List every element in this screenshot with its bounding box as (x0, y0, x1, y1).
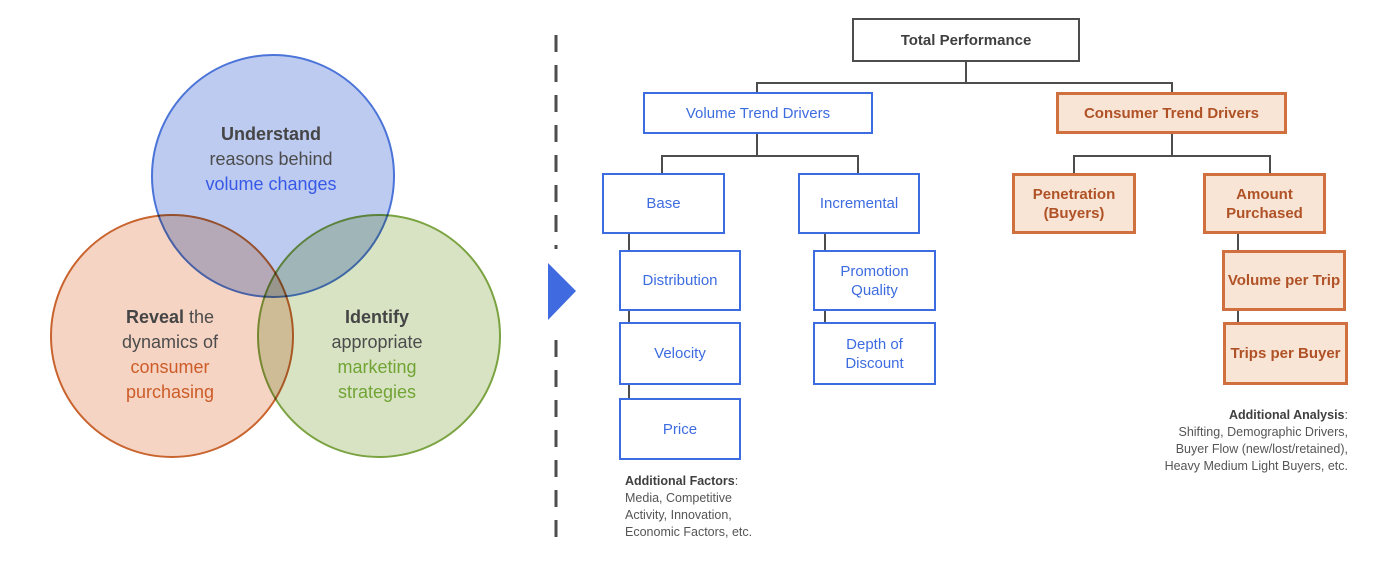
venn-understand-line3: volume changes (205, 174, 337, 194)
additional-analysis-line3: Heavy Medium Light Buyers, etc. (1164, 459, 1348, 473)
node-depth-of-discount: Depth of Discount (813, 322, 936, 385)
node-base: Base (602, 173, 725, 234)
node-penetration-buyers: Penetration (Buyers) (1012, 173, 1136, 234)
additional-analysis-title: Additional Analysis (1228, 408, 1345, 422)
venn-understand-line2: reasons behind (209, 149, 333, 169)
venn-reveal-line1-rest: the (184, 307, 215, 327)
venn-identify-text: Identify appropriate marketing strategie… (266, 305, 488, 405)
node-velocity: Velocity (619, 322, 741, 385)
venn-identify-line1: Identify (344, 307, 409, 327)
venn-circle-identify (257, 214, 501, 458)
additional-analysis-note: Additional Analysis: Shifting, Demograph… (1088, 407, 1348, 475)
venn-understand-line1: Understand (220, 124, 321, 144)
venn-reveal-line1-bold: Reveal (125, 307, 184, 327)
additional-factors-line2: Activity, Innovation, (625, 508, 732, 522)
venn-identify-line3: marketing (337, 357, 417, 377)
node-promotion-quality: Promotion Quality (813, 250, 936, 311)
node-price: Price (619, 398, 741, 460)
venn-identify-line2: appropriate (331, 332, 423, 352)
additional-factors-line3: Economic Factors, etc. (625, 525, 753, 539)
additional-factors-title: Additional Factors (625, 474, 735, 488)
flow-arrow-icon (548, 263, 576, 320)
additional-factors-colon: : (734, 474, 739, 488)
venn-reveal-text: Reveal the dynamics of consumer purchasi… (59, 305, 281, 405)
venn-circle-reveal (50, 214, 294, 458)
venn-reveal-line2: dynamics of (121, 332, 219, 352)
additional-analysis-colon: : (1344, 408, 1348, 422)
additional-analysis-line2: Buyer Flow (new/lost/retained), (1175, 442, 1348, 456)
node-distribution: Distribution (619, 250, 741, 311)
node-volume-per-trip: Volume per Trip (1222, 250, 1346, 311)
tree-connector-lines (628, 61, 1271, 399)
node-incremental: Incremental (798, 173, 920, 234)
venn-reveal-line4: purchasing (125, 382, 215, 402)
additional-factors-note: Additional Factors: Media, Competitive A… (625, 473, 800, 541)
venn-understand-text: Understand reasons behind volume changes (160, 122, 382, 197)
node-consumer-trend-drivers: Consumer Trend Drivers (1056, 92, 1287, 134)
additional-factors-line1: Media, Competitive (625, 491, 732, 505)
node-amount-purchased: Amount Purchased (1203, 173, 1326, 234)
additional-analysis-line1: Shifting, Demographic Drivers, (1178, 425, 1348, 439)
node-total-performance: Total Performance (852, 18, 1080, 62)
venn-reveal-line3: consumer (130, 357, 210, 377)
node-volume-trend-drivers: Volume Trend Drivers (643, 92, 873, 134)
venn-identify-line4: strategies (337, 382, 417, 402)
node-trips-per-buyer: Trips per Buyer (1223, 322, 1348, 385)
